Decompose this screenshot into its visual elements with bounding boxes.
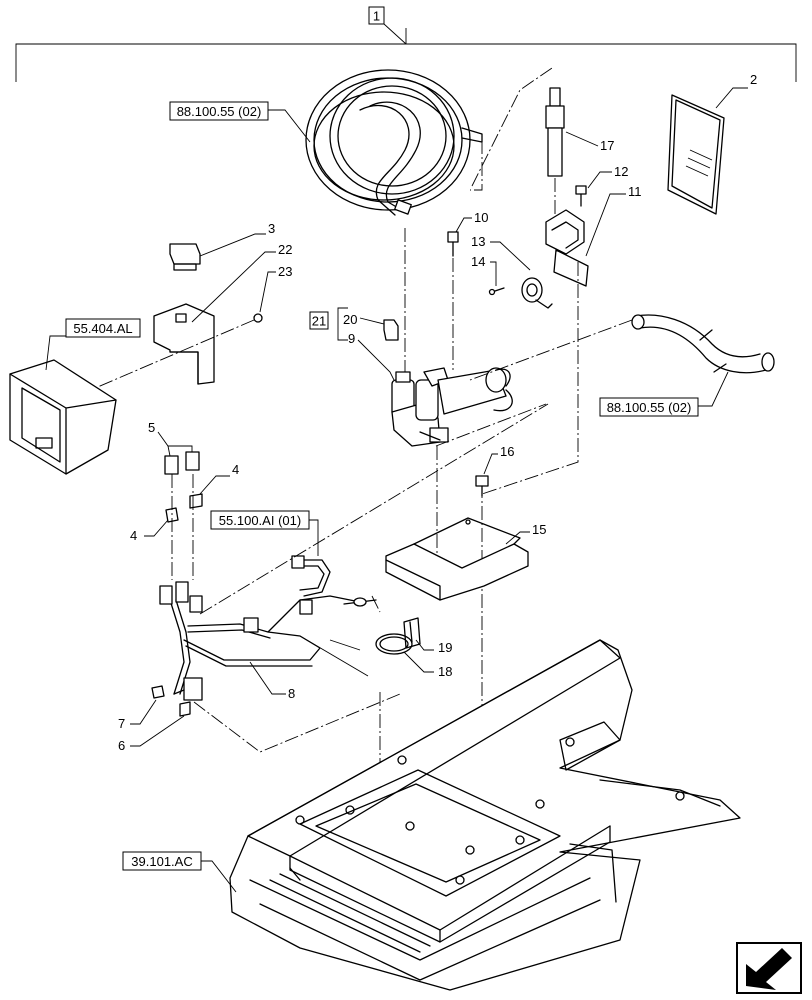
- terminal-4a: [189, 493, 203, 509]
- ref-harness-label: 55.100.AI (01): [219, 513, 301, 528]
- screw-14: [488, 287, 505, 296]
- clamp-13: [521, 277, 553, 309]
- hose-right: [631, 314, 775, 374]
- ref-cover-label: 55.404.AL: [73, 321, 132, 336]
- kit-bracket: 1: [15, 6, 797, 82]
- part-12-number: 12: [614, 164, 628, 179]
- part-13-number: 13: [471, 234, 485, 249]
- next-page-arrow-icon[interactable]: [736, 942, 802, 994]
- part-9-number: 9: [348, 331, 355, 346]
- nut-23: [253, 313, 263, 323]
- plug-5b: [185, 451, 200, 471]
- part-15-number: 15: [532, 522, 546, 537]
- sensor-17: [545, 87, 565, 177]
- mounting-plate-15: [385, 517, 529, 601]
- ref-hose-right[interactable]: 88.100.55 (02): [599, 397, 699, 417]
- bolt-12: [575, 185, 587, 207]
- part-19-number: 19: [438, 640, 452, 655]
- part-22-number: 22: [278, 242, 292, 257]
- ref-harness[interactable]: 55.100.AI (01): [210, 510, 310, 530]
- mounting-bracket-22: [153, 303, 215, 385]
- wiring-harness-8: [159, 555, 377, 701]
- part-4b-number: 4: [130, 528, 137, 543]
- coiled-hose: [305, 69, 483, 216]
- clip-6: [179, 701, 191, 717]
- ref-hose-top-label: 88.100.55 (02): [177, 104, 262, 119]
- ref-hose-top[interactable]: 88.100.55 (02): [169, 101, 269, 121]
- ref-frame[interactable]: 39.101.AC: [122, 851, 202, 871]
- part-20-number: 20: [343, 312, 357, 327]
- bolt-7: [151, 685, 165, 699]
- part-14-number: 14: [471, 254, 485, 269]
- part-8-number: 8: [288, 686, 295, 701]
- part-7-number: 7: [118, 716, 125, 731]
- part-6-number: 6: [118, 738, 125, 753]
- part-18-number: 18: [438, 664, 452, 679]
- main-callout-label: 1: [373, 9, 380, 24]
- bolt-10: [447, 231, 459, 257]
- part-4a-number: 4: [232, 462, 239, 477]
- switch-3: [169, 243, 201, 271]
- kit-21-label: 21: [312, 314, 326, 329]
- part-16-number: 16: [500, 444, 514, 459]
- part-3-number: 3: [268, 221, 275, 236]
- bracket-11: [545, 209, 589, 287]
- instruction-booklet: [667, 94, 725, 215]
- vehicle-frame: [229, 639, 741, 991]
- ref-hose-right-label: 88.100.55 (02): [607, 400, 692, 415]
- main-callout-box: [368, 6, 385, 25]
- ref-cover[interactable]: 55.404.AL: [65, 318, 141, 338]
- part-23-number: 23: [278, 264, 292, 279]
- part-17-number: 17: [600, 138, 614, 153]
- connector-20: [383, 319, 399, 341]
- pump-assembly-9: [391, 367, 513, 447]
- part-2-number: 2: [750, 72, 757, 87]
- part-10-number: 10: [474, 210, 488, 225]
- ref-frame-label: 39.101.AC: [131, 854, 192, 869]
- bolt-16: [475, 475, 489, 497]
- part-5-number: 5: [148, 420, 155, 435]
- protective-cover: [9, 359, 117, 475]
- part-11-number: 11: [628, 184, 642, 199]
- plug-5a: [164, 455, 179, 475]
- ring-18: [375, 633, 413, 655]
- kit-21-callout: 21: [309, 307, 348, 341]
